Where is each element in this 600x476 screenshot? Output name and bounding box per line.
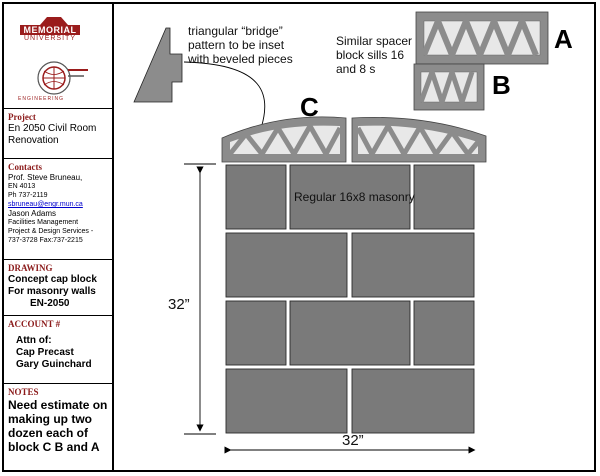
project-name: En 2050 Civil Room Renovation bbox=[8, 123, 97, 146]
logo-subtitle: UNIVERSITY bbox=[23, 35, 76, 42]
account-contact: Gary Guinchard bbox=[16, 359, 92, 370]
block-c-label: C bbox=[300, 92, 319, 122]
block-b bbox=[413, 63, 485, 111]
notes-section: NOTES Need estimate on making up two doz… bbox=[4, 384, 112, 470]
bridge-arrow bbox=[183, 61, 266, 138]
drawing-area: triangular “bridge” pattern to be inset … bbox=[114, 4, 594, 470]
logo-triangle bbox=[40, 17, 68, 25]
masonry-block bbox=[351, 368, 475, 434]
vertical-dimension bbox=[184, 163, 216, 435]
notes-text: Need estimate on making up two dozen eac… bbox=[8, 398, 108, 454]
cap-block-c-right bbox=[351, 116, 487, 163]
masonry-block bbox=[351, 232, 475, 298]
drawing-line-3: EN-2050 bbox=[30, 298, 70, 309]
logo-section: MEMORIAL UNIVERSITY ENGINEERING bbox=[4, 4, 112, 109]
contact-email-link[interactable]: sbruneau@engr.mun.ca bbox=[8, 201, 83, 208]
vertical-dimension-label: 32” bbox=[168, 296, 190, 313]
contact-dept-2: Project & Design Services - bbox=[8, 228, 94, 235]
bridge-label-line-2: pattern to be inset bbox=[188, 38, 285, 52]
title-block: MEMORIAL UNIVERSITY ENGINEERING Project … bbox=[4, 4, 114, 470]
contacts-heading: Contacts bbox=[8, 162, 42, 172]
drawing-line-1: Concept cap block bbox=[8, 274, 97, 285]
account-company: Cap Precast bbox=[16, 347, 74, 358]
drawing-sheet: MEMORIAL UNIVERSITY ENGINEERING Project … bbox=[2, 2, 596, 472]
project-section: Project En 2050 Civil Room Renovation bbox=[4, 109, 112, 159]
bridge-piece bbox=[133, 27, 183, 103]
masonry-block bbox=[413, 164, 475, 230]
spacer-label-line-2: block sills 16 bbox=[336, 48, 405, 62]
bridge-label-line-1: triangular “bridge” bbox=[188, 24, 283, 38]
horizontal-dimension-label: 32” bbox=[342, 432, 364, 449]
masonry-wall bbox=[225, 164, 475, 434]
bridge-label-line-3: with beveled pieces bbox=[188, 52, 293, 66]
masonry-block bbox=[225, 232, 348, 298]
contacts-section: Contacts Prof. Steve Bruneau, EN 4013 Ph… bbox=[4, 159, 112, 260]
logo-wordmark: MEMORIAL bbox=[20, 25, 80, 35]
block-a bbox=[415, 11, 549, 65]
engineering-seal-icon bbox=[37, 61, 88, 95]
drawing-line-2: For masonry walls bbox=[8, 286, 96, 297]
masonry-block bbox=[225, 164, 287, 230]
notes-heading: NOTES bbox=[8, 387, 39, 397]
university-logo: MEMORIAL UNIVERSITY bbox=[20, 17, 102, 42]
masonry-block bbox=[413, 300, 475, 366]
masonry-label: Regular 16x8 masonry bbox=[294, 190, 415, 204]
spacer-label-line-3: and 8 s bbox=[336, 62, 376, 76]
account-section: ACCOUNT # Attn of: Cap Precast Gary Guin… bbox=[4, 316, 112, 384]
drawing-section: DRAWING Concept cap block For masonry wa… bbox=[4, 260, 112, 316]
contact-name-2: Jason Adams bbox=[8, 209, 57, 218]
contact-dept-1: Facilities Management bbox=[8, 219, 79, 226]
seal-caption: ENGINEERING bbox=[18, 96, 65, 102]
block-b-label: B bbox=[492, 70, 511, 100]
contact-phone: Ph 737-2119 bbox=[8, 192, 48, 199]
masonry-diagram bbox=[133, 11, 549, 454]
cap-block-c-left bbox=[221, 116, 347, 163]
account-heading: ACCOUNT # bbox=[8, 319, 61, 329]
masonry-block bbox=[225, 368, 348, 434]
contact-name-1: Prof. Steve Bruneau, bbox=[8, 173, 83, 182]
block-a-label: A bbox=[554, 24, 573, 54]
contact-phone-2: 737-3728 Fax:737-2215 bbox=[8, 237, 83, 244]
drawing-heading: DRAWING bbox=[8, 263, 53, 273]
masonry-block bbox=[289, 164, 411, 230]
masonry-block bbox=[225, 300, 287, 366]
spacer-label-line-1: Similar spacer bbox=[336, 34, 413, 48]
account-attn: Attn of: bbox=[16, 335, 52, 346]
contact-office: EN 4013 bbox=[8, 183, 36, 190]
masonry-block bbox=[289, 300, 411, 366]
project-heading: Project bbox=[8, 112, 36, 122]
